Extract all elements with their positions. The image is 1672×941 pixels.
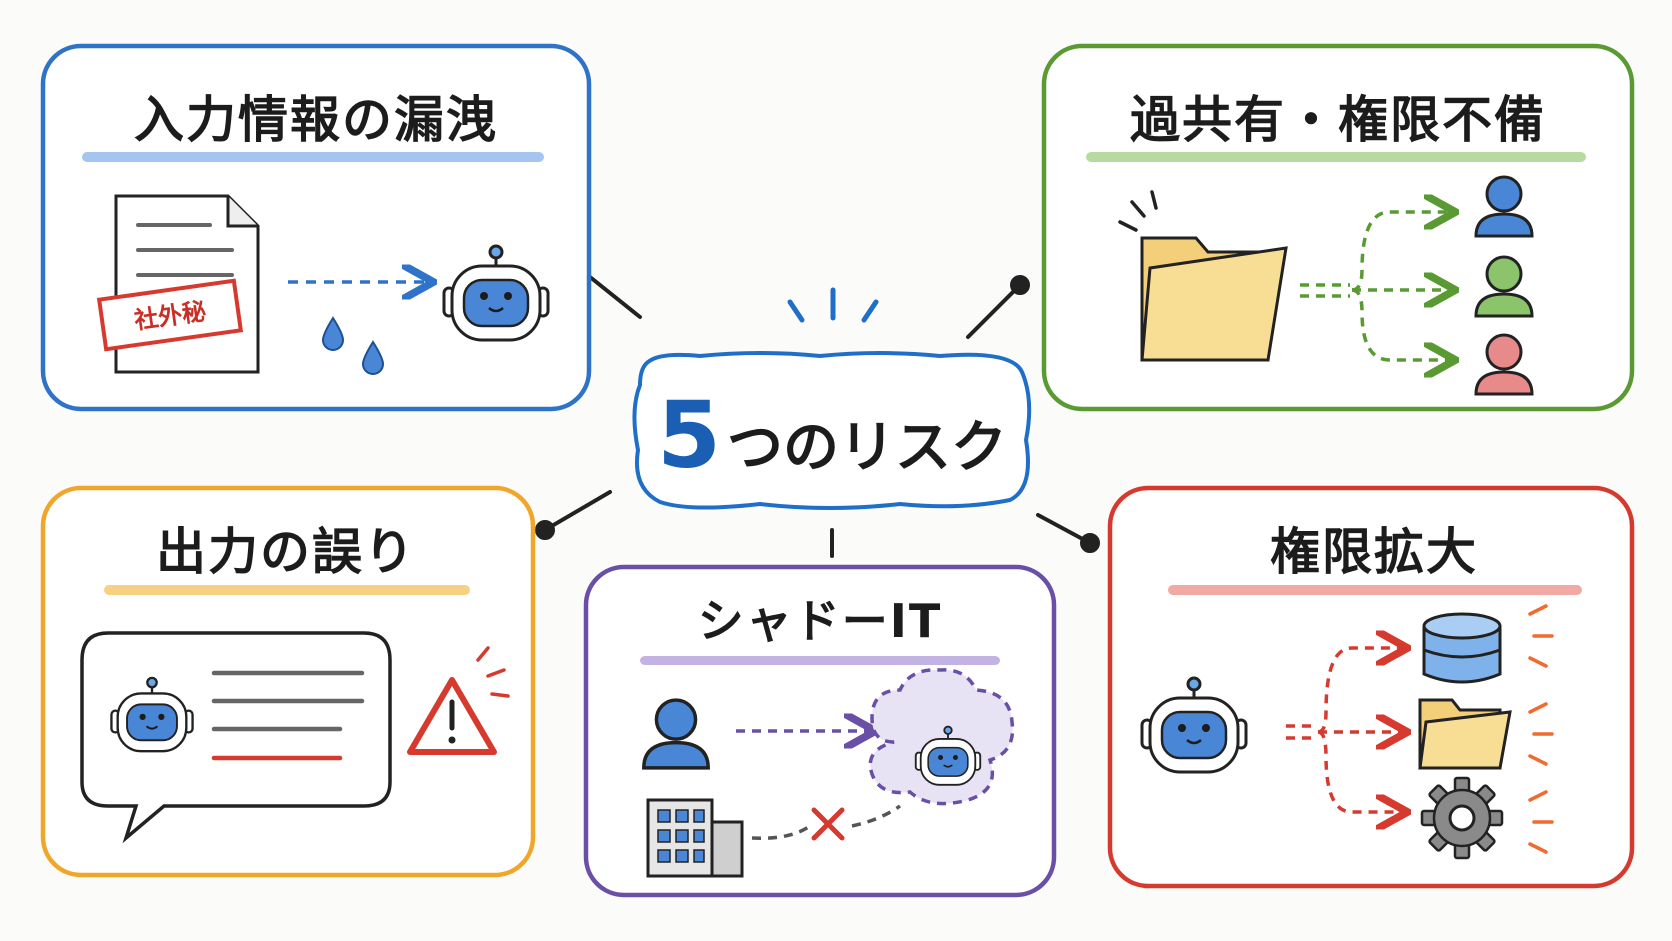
blocked-x-icon	[811, 807, 845, 841]
confidential-stamp: 社外秘	[96, 278, 244, 352]
risk-title-input-leak: 入力情報の漏洩	[134, 91, 498, 149]
access-arrows	[1286, 648, 1404, 812]
building-icon	[646, 798, 744, 878]
share-arrows	[1300, 212, 1452, 360]
risk-title-output-error: 出力の誤り	[156, 523, 416, 581]
risk-box-oversharing	[1041, 43, 1635, 412]
folder-icon	[1140, 236, 1288, 362]
risk-title-privilege-escalation: 権限拡大	[1270, 523, 1478, 581]
connectors	[535, 255, 1100, 558]
blocked-path	[851, 804, 902, 828]
risk-title-oversharing: 過共有・権限不備	[1130, 91, 1546, 149]
warning-icon	[407, 677, 497, 755]
blocked-path	[751, 824, 812, 840]
response-lines	[211, 670, 365, 761]
center-label: つのリスク	[727, 415, 1008, 481]
folder-icon	[1418, 698, 1512, 770]
alert-lines	[476, 646, 510, 698]
speech-bubble	[80, 631, 392, 844]
risk-box-shadow-it	[583, 564, 1057, 898]
risk-box-output-error	[40, 485, 536, 878]
droplet-icons	[321, 316, 385, 375]
risk-box-privilege-escalation	[1107, 485, 1635, 889]
alert-lines	[1528, 604, 1554, 854]
database-icon	[1422, 612, 1502, 684]
risk-box-input-leak: 社外秘	[40, 43, 592, 412]
center-frame	[632, 351, 1032, 510]
risk-count: 5	[656, 381, 722, 489]
gear-icon	[1420, 776, 1504, 860]
alert-lines	[1118, 190, 1158, 232]
risk-title-shadow-it: シャドーIT	[697, 594, 943, 648]
burst-lines	[787, 287, 879, 323]
